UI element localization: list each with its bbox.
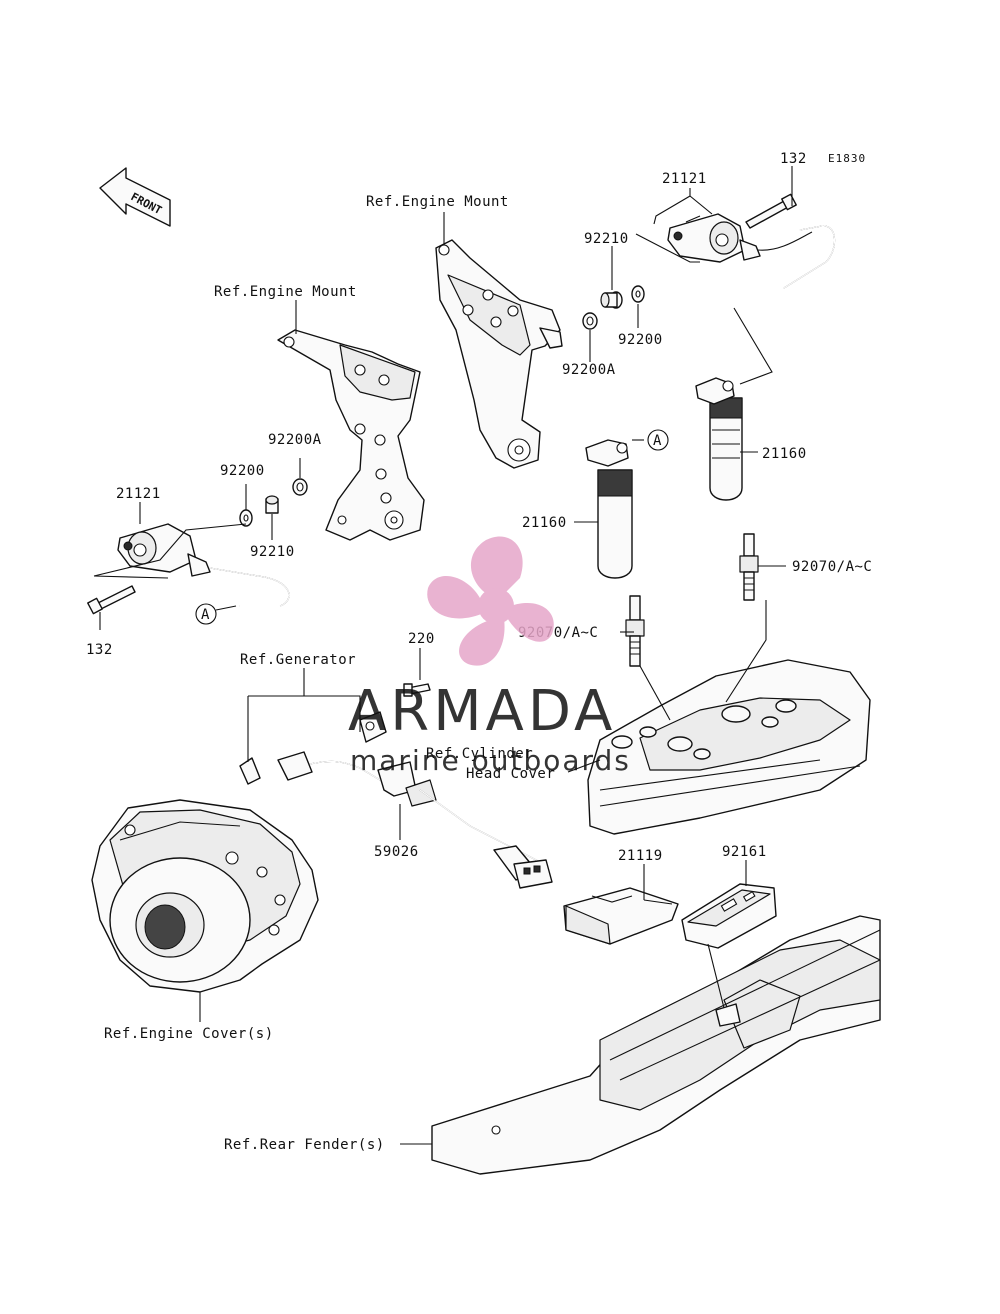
spark-plug-right: [739, 533, 759, 601]
label-sensor: 59026: [374, 844, 419, 860]
label-coil-right: 21121: [662, 171, 707, 187]
plug-cap-left: [585, 439, 633, 579]
cylinder-head-cover: [587, 659, 871, 835]
igniter-bracket: [681, 883, 777, 949]
rear-fender: [431, 915, 881, 1175]
callout-a-right: A: [647, 429, 669, 451]
label-collar-right: 92210: [584, 231, 629, 247]
washer-left: [239, 509, 253, 527]
label-plug-right: 92070/A~C: [792, 559, 872, 575]
spark-plug-left: [625, 595, 645, 667]
watermark-brand: ARMADA: [348, 679, 616, 744]
ignition-coil-left: [117, 523, 211, 577]
label-bolt-left: 132: [86, 642, 113, 658]
sensor: [377, 761, 553, 889]
label-engine-mount-top: Ref.Engine Mount: [366, 194, 509, 210]
label-igniter: 21119: [618, 848, 663, 864]
label-bolt-right: 132: [780, 151, 807, 167]
label-engine-mount-left: Ref.Engine Mount: [214, 284, 357, 300]
callout-a-left-label: A: [201, 607, 210, 623]
label-collar-left: 92210: [250, 544, 295, 560]
label-rear-fender: Ref.Rear Fender(s): [224, 1137, 385, 1153]
plug-cap-right: [695, 377, 743, 501]
bolt-left: [87, 585, 136, 615]
collar-right: [600, 291, 623, 309]
watermark: ARMADA marine outboards: [348, 536, 631, 777]
label-engine-cover: Ref.Engine Cover(s): [104, 1026, 274, 1042]
watermark-tagline: marine outboards: [350, 744, 631, 777]
propeller-logo-icon: [427, 536, 554, 666]
igniter: [563, 887, 679, 945]
labels: 132 21121 Ref.Engine Mount 92210 Ref.Eng…: [86, 151, 872, 1153]
ignition-coil-right: [667, 213, 813, 263]
front-arrow-icon: FRONT: [99, 167, 171, 227]
ignition-cable-left: [209, 567, 290, 607]
leader-lines: [93, 166, 793, 1145]
label-cap-right: 21160: [762, 446, 807, 462]
bolt-right: [745, 193, 797, 229]
callout-a-left: A: [195, 603, 217, 625]
label-cylinder-head-line1: Ref.Cylinder: [426, 746, 533, 762]
engine-mount-bracket-left: [277, 329, 425, 541]
sensor-bracket: [359, 711, 387, 743]
label-washer-left: 92200: [220, 463, 265, 479]
label-coil-left: 21121: [116, 486, 161, 502]
label-washer-right: 92200: [618, 332, 663, 348]
engine-mount-bracket-top: [435, 239, 563, 469]
figure-code: E1830: [828, 152, 866, 165]
label-igniter-bracket: 92161: [722, 844, 767, 860]
callout-a-right-label: A: [653, 433, 662, 449]
label-screw: 220: [408, 631, 435, 647]
washer-a-left: [292, 478, 308, 496]
generator-cover: [91, 799, 319, 993]
washer-right: [631, 285, 645, 303]
generator-harness: [239, 751, 381, 785]
label-cap-left: 21160: [522, 515, 567, 531]
label-washer-a-left: 92200A: [268, 432, 322, 448]
washer-a-right: [582, 312, 598, 330]
screw: [403, 683, 431, 697]
label-generator: Ref.Generator: [240, 652, 356, 668]
collar-left: [265, 495, 279, 514]
label-cylinder-head-line2: Head Cover: [466, 766, 555, 782]
ignition-cable-right: [783, 225, 836, 289]
label-washer-a-right: 92200A: [562, 362, 616, 378]
